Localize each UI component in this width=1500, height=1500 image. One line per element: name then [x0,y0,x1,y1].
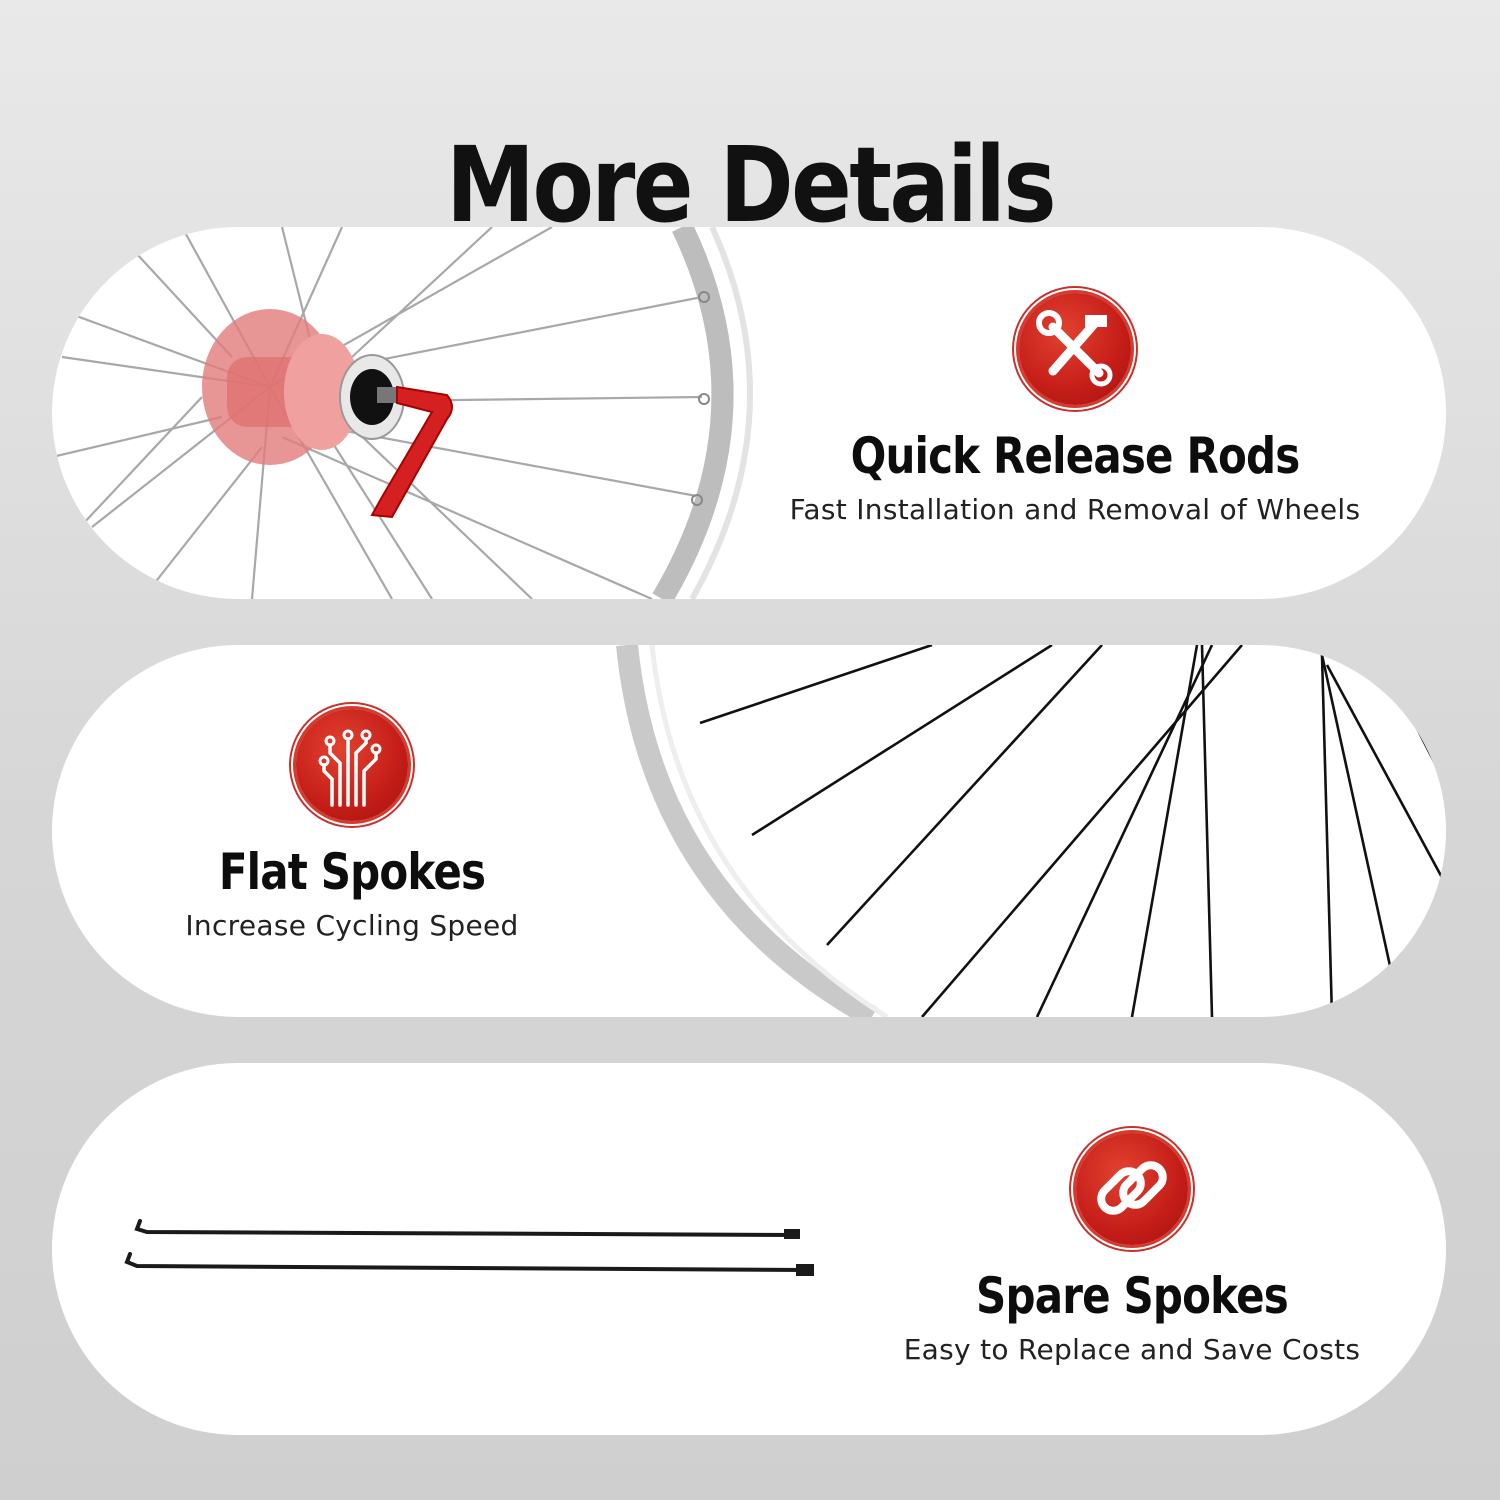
circuit-icon [296,709,408,821]
feature-card-flat-spokes: Flat Spokes Increase Cycling Speed [52,645,1446,1017]
wheel-rim-image [616,645,1446,1017]
chain-link-icon [1076,1133,1188,1245]
feature-quick-release: Quick Release Rods Fast Installation and… [732,293,1418,526]
feature-description: Easy to Replace and Save Costs [903,1333,1361,1366]
feature-title: Flat Spokes [218,843,486,901]
page-title: More Details [446,123,1057,246]
spare-spokes-image [124,1219,814,1276]
feature-description: Fast Installation and Removal of Wheels [789,493,1361,526]
feature-card-spare-spokes: Spare Spokes Easy to Replace and Save Co… [52,1063,1446,1435]
feature-title: Quick Release Rods [850,427,1301,485]
feature-flat-spokes: Flat Spokes Increase Cycling Speed [92,709,612,942]
wheel-hub-image [52,227,753,599]
tools-icon [1019,293,1131,405]
feature-card-quick-release: Quick Release Rods Fast Installation and… [52,227,1446,599]
feature-spare-spokes: Spare Spokes Easy to Replace and Save Co… [872,1133,1392,1366]
feature-title: Spare Spokes [976,1267,1289,1325]
feature-description: Increase Cycling Speed [185,909,519,942]
